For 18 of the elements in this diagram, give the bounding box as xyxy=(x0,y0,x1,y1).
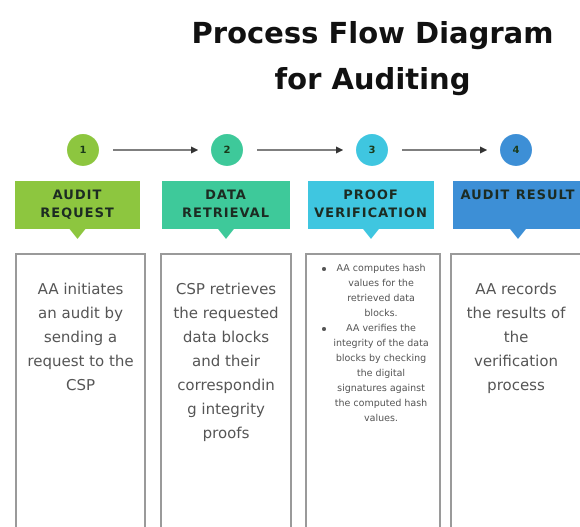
banner: AUDIT RESULT xyxy=(453,181,580,239)
banner: AUDIT REQUEST xyxy=(15,181,140,239)
banner: DATA RETRIEVAL xyxy=(162,181,290,239)
text-card xyxy=(305,253,441,527)
bullet-text: AA verifies the integrity of the data blocks by checking the digital signatures against the computed hash values. xyxy=(333,323,429,424)
text-card: CSP retrieves the requested data blocks and their correspondin g integrity proofs xyxy=(160,253,292,527)
number-circle: 2 xyxy=(211,134,243,166)
text-card: AA records the results of the verification process xyxy=(450,253,580,527)
number-circle: 1 xyxy=(67,134,99,166)
bullet-text: AA computes hash values for the retrieved data blocks. xyxy=(336,263,426,319)
number-circle: 3 xyxy=(356,134,388,166)
arrow xyxy=(257,146,344,154)
number-circle: 4 xyxy=(500,134,532,166)
arrow xyxy=(113,146,198,154)
arrow xyxy=(402,146,488,154)
title: Process Flow Diagram for Auditing xyxy=(190,15,554,98)
banner: PROOF VERIFICATION xyxy=(308,181,434,239)
text-card: AA initiates an audit by sending a request to the CSP xyxy=(15,253,146,527)
